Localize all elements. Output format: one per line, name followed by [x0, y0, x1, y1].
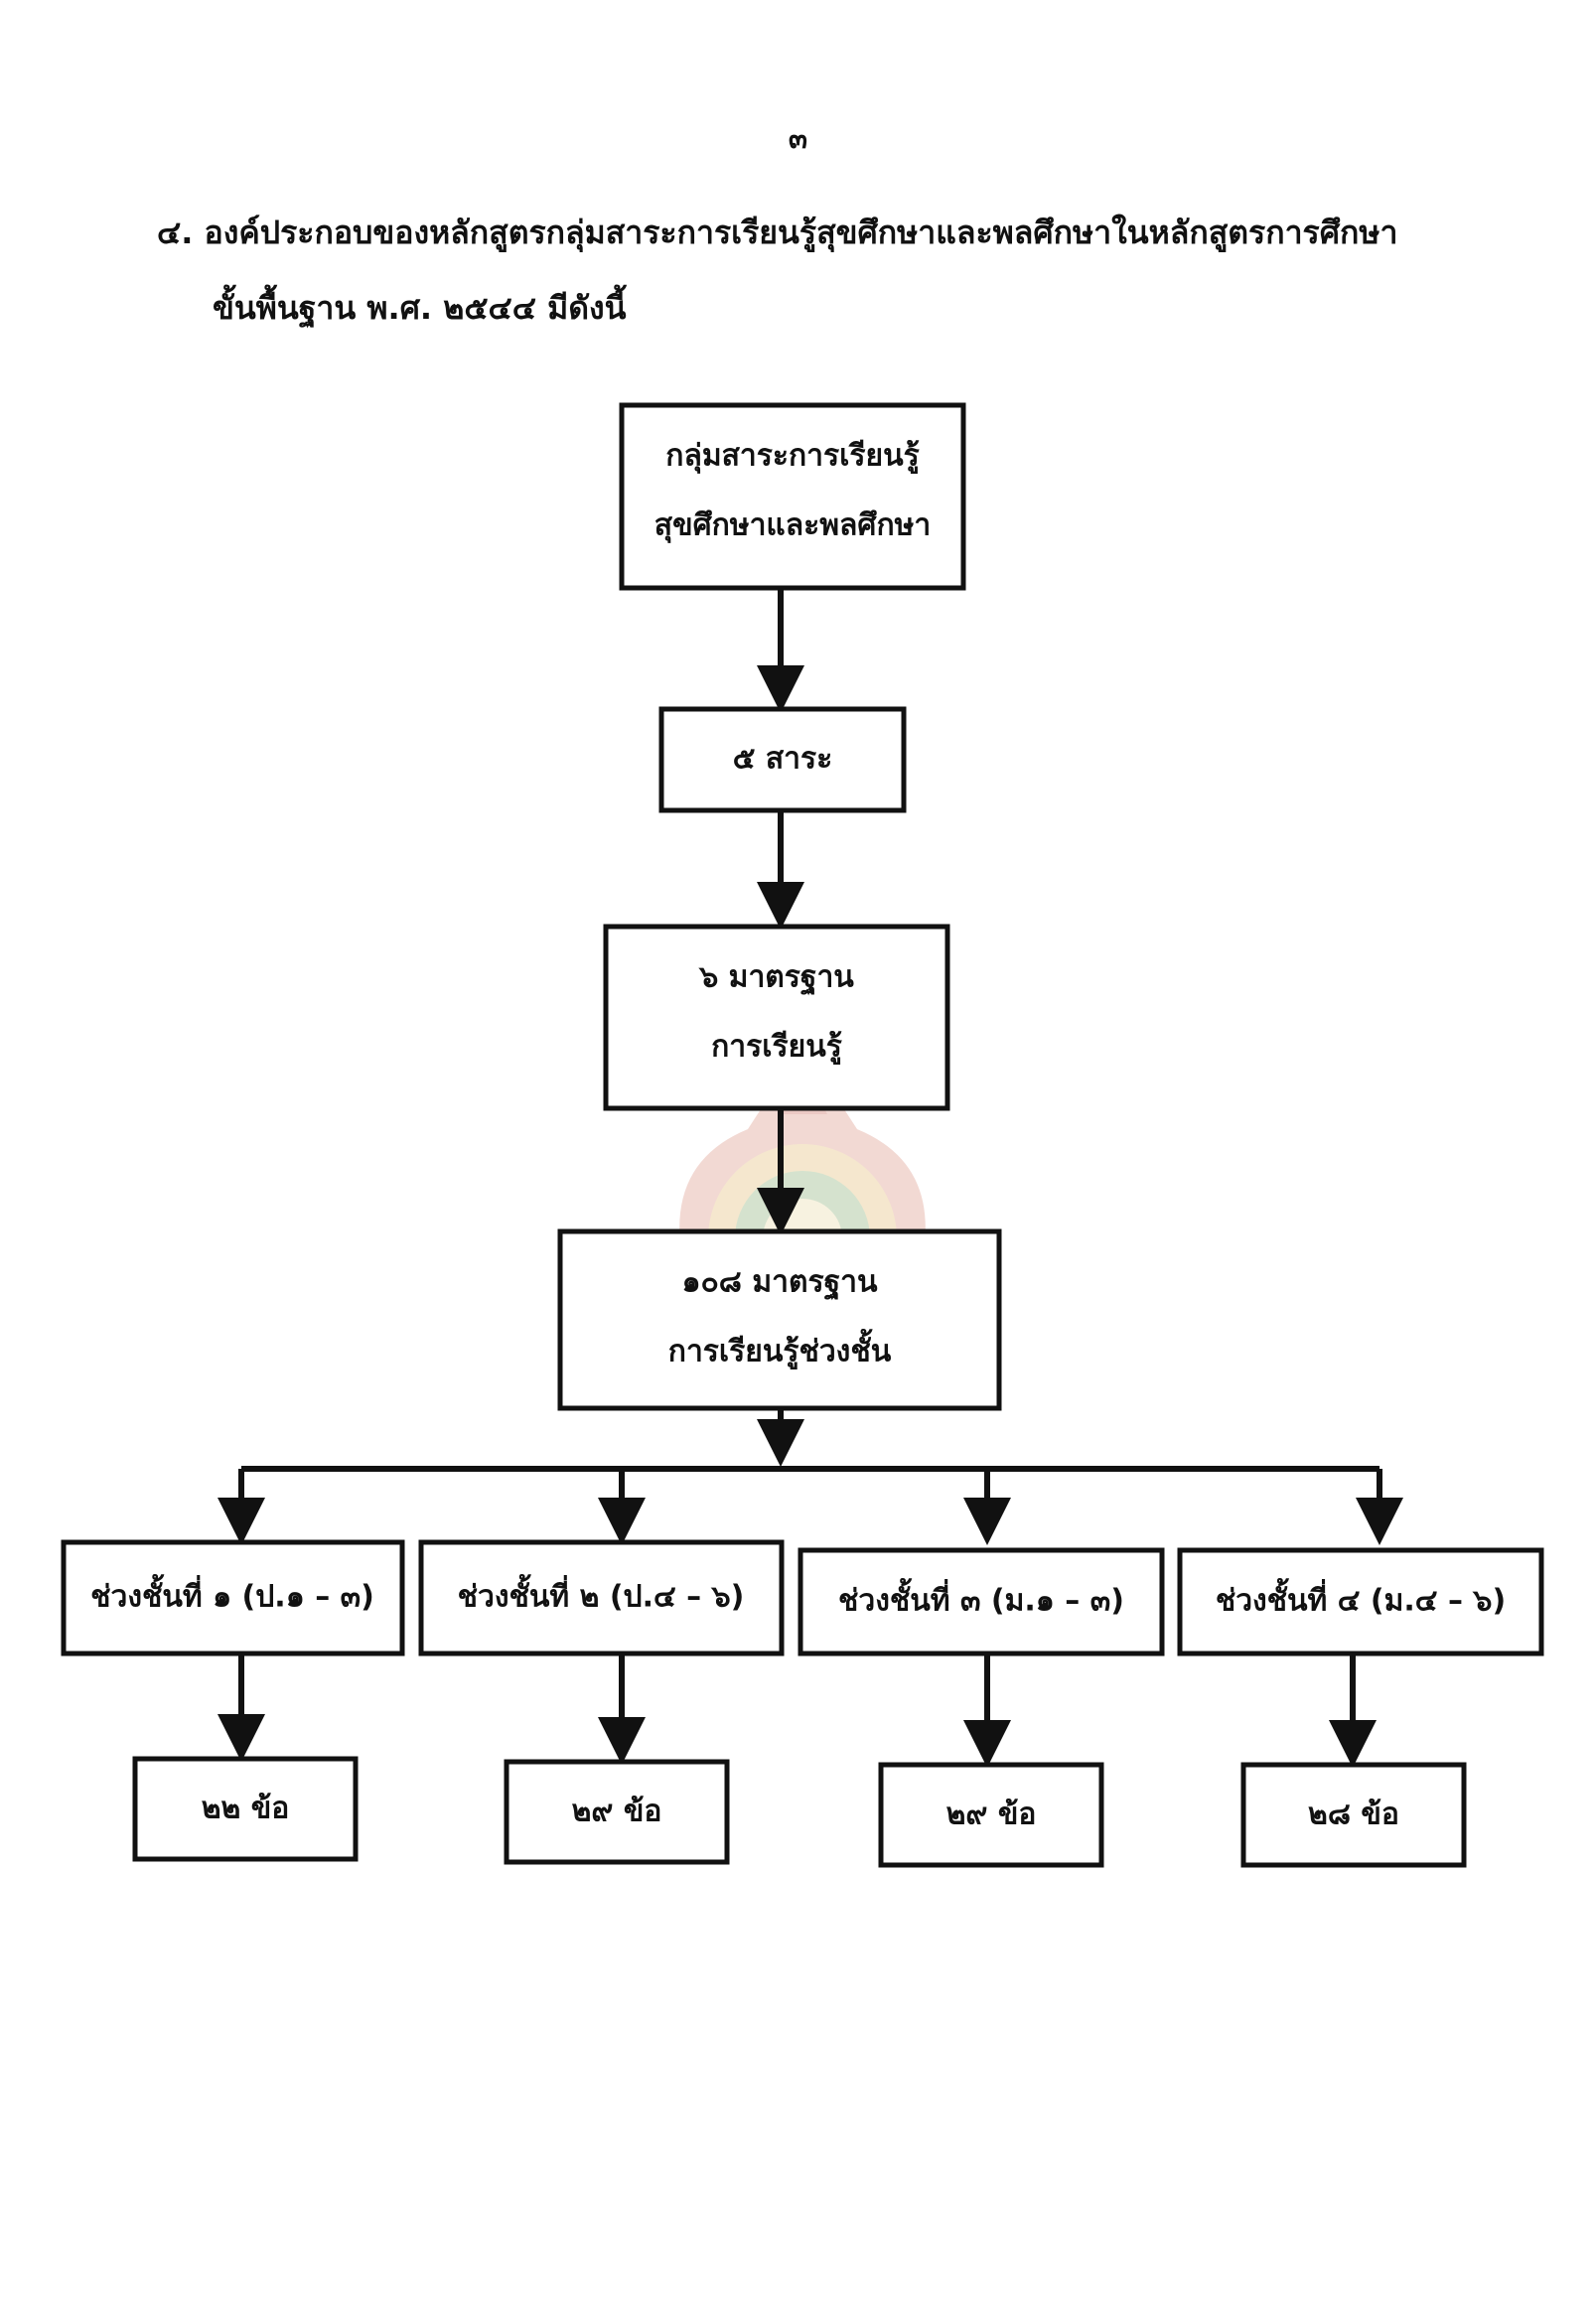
- node-grade-standards-line-2: การเรียนรู้ช่วงชั้น: [668, 1329, 892, 1370]
- node-standards: ๖ มาตรฐาน การเรียนรู้: [603, 924, 950, 1111]
- node-learning-area: กลุ่มสาระการเรียนรู้ สุขศึกษาและพลศึกษา: [619, 402, 966, 591]
- node-learning-area-line-1: กลุ่มสาระการเรียนรู้: [665, 439, 919, 475]
- node-level-3: ช่วงชั้นที่ ๓ (ม.๑ – ๓): [798, 1547, 1165, 1656]
- node-count-1-label: ๒๒ ข้อ: [202, 1792, 290, 1826]
- node-level-2-label: ช่วงชั้นที่ ๒ (ป.๔ – ๖): [458, 1574, 745, 1615]
- node-count-1: ๒๒ ข้อ: [132, 1756, 359, 1862]
- node-level-1-label: ช่วงชั้นที่ ๑ (ป.๑ – ๓): [90, 1574, 374, 1615]
- node-count-2: ๒๙ ข้อ: [504, 1759, 730, 1865]
- node-level-4-label: ช่วงชั้นที่ ๔ (ม.๔ – ๖): [1216, 1578, 1506, 1619]
- node-level-4: ช่วงชั้นที่ ๔ (ม.๔ – ๖): [1177, 1547, 1544, 1656]
- node-count-3: ๒๙ ข้อ: [878, 1762, 1104, 1868]
- node-grade-standards: ๑๐๘ มาตรฐาน การเรียนรู้ช่วงชั้น: [557, 1228, 1002, 1411]
- heading-line-1: ๔. องค์ประกอบของหลักสูตรกลุ่มสาระการเรีย…: [157, 214, 1398, 251]
- node-standards-line-1: ๖ มาตรฐาน: [698, 960, 854, 997]
- node-count-4-label: ๒๘ ข้อ: [1308, 1798, 1399, 1832]
- section-heading: ๔. องค์ประกอบของหลักสูตรกลุ่มสาระการเรีย…: [157, 195, 1448, 346]
- node-grade-standards-line-1: ๑๐๘ มาตรฐาน: [681, 1265, 878, 1302]
- node-count-2-label: ๒๙ ข้อ: [572, 1795, 662, 1829]
- heading-line-2: ขั้นพื้นฐาน พ.ศ. ๒๕๔๔ มีดังนี้: [213, 289, 627, 327]
- page-number: ๓: [788, 122, 808, 155]
- node-learning-area-line-2: สุขศึกษาและพลศึกษา: [654, 508, 931, 544]
- node-level-1: ช่วงชั้นที่ ๑ (ป.๑ – ๓): [61, 1539, 405, 1656]
- node-level-2: ช่วงชั้นที่ ๒ (ป.๔ – ๖): [418, 1539, 785, 1656]
- node-strands-label: ๕ สาระ: [733, 742, 833, 777]
- node-level-3-label: ช่วงชั้นที่ ๓ (ม.๑ – ๓): [838, 1578, 1124, 1619]
- node-standards-line-2: การเรียนรู้: [711, 1030, 842, 1066]
- node-count-4: ๒๘ ข้อ: [1240, 1762, 1467, 1868]
- node-strands: ๕ สาระ: [658, 706, 907, 813]
- node-count-3-label: ๒๙ ข้อ: [946, 1798, 1037, 1832]
